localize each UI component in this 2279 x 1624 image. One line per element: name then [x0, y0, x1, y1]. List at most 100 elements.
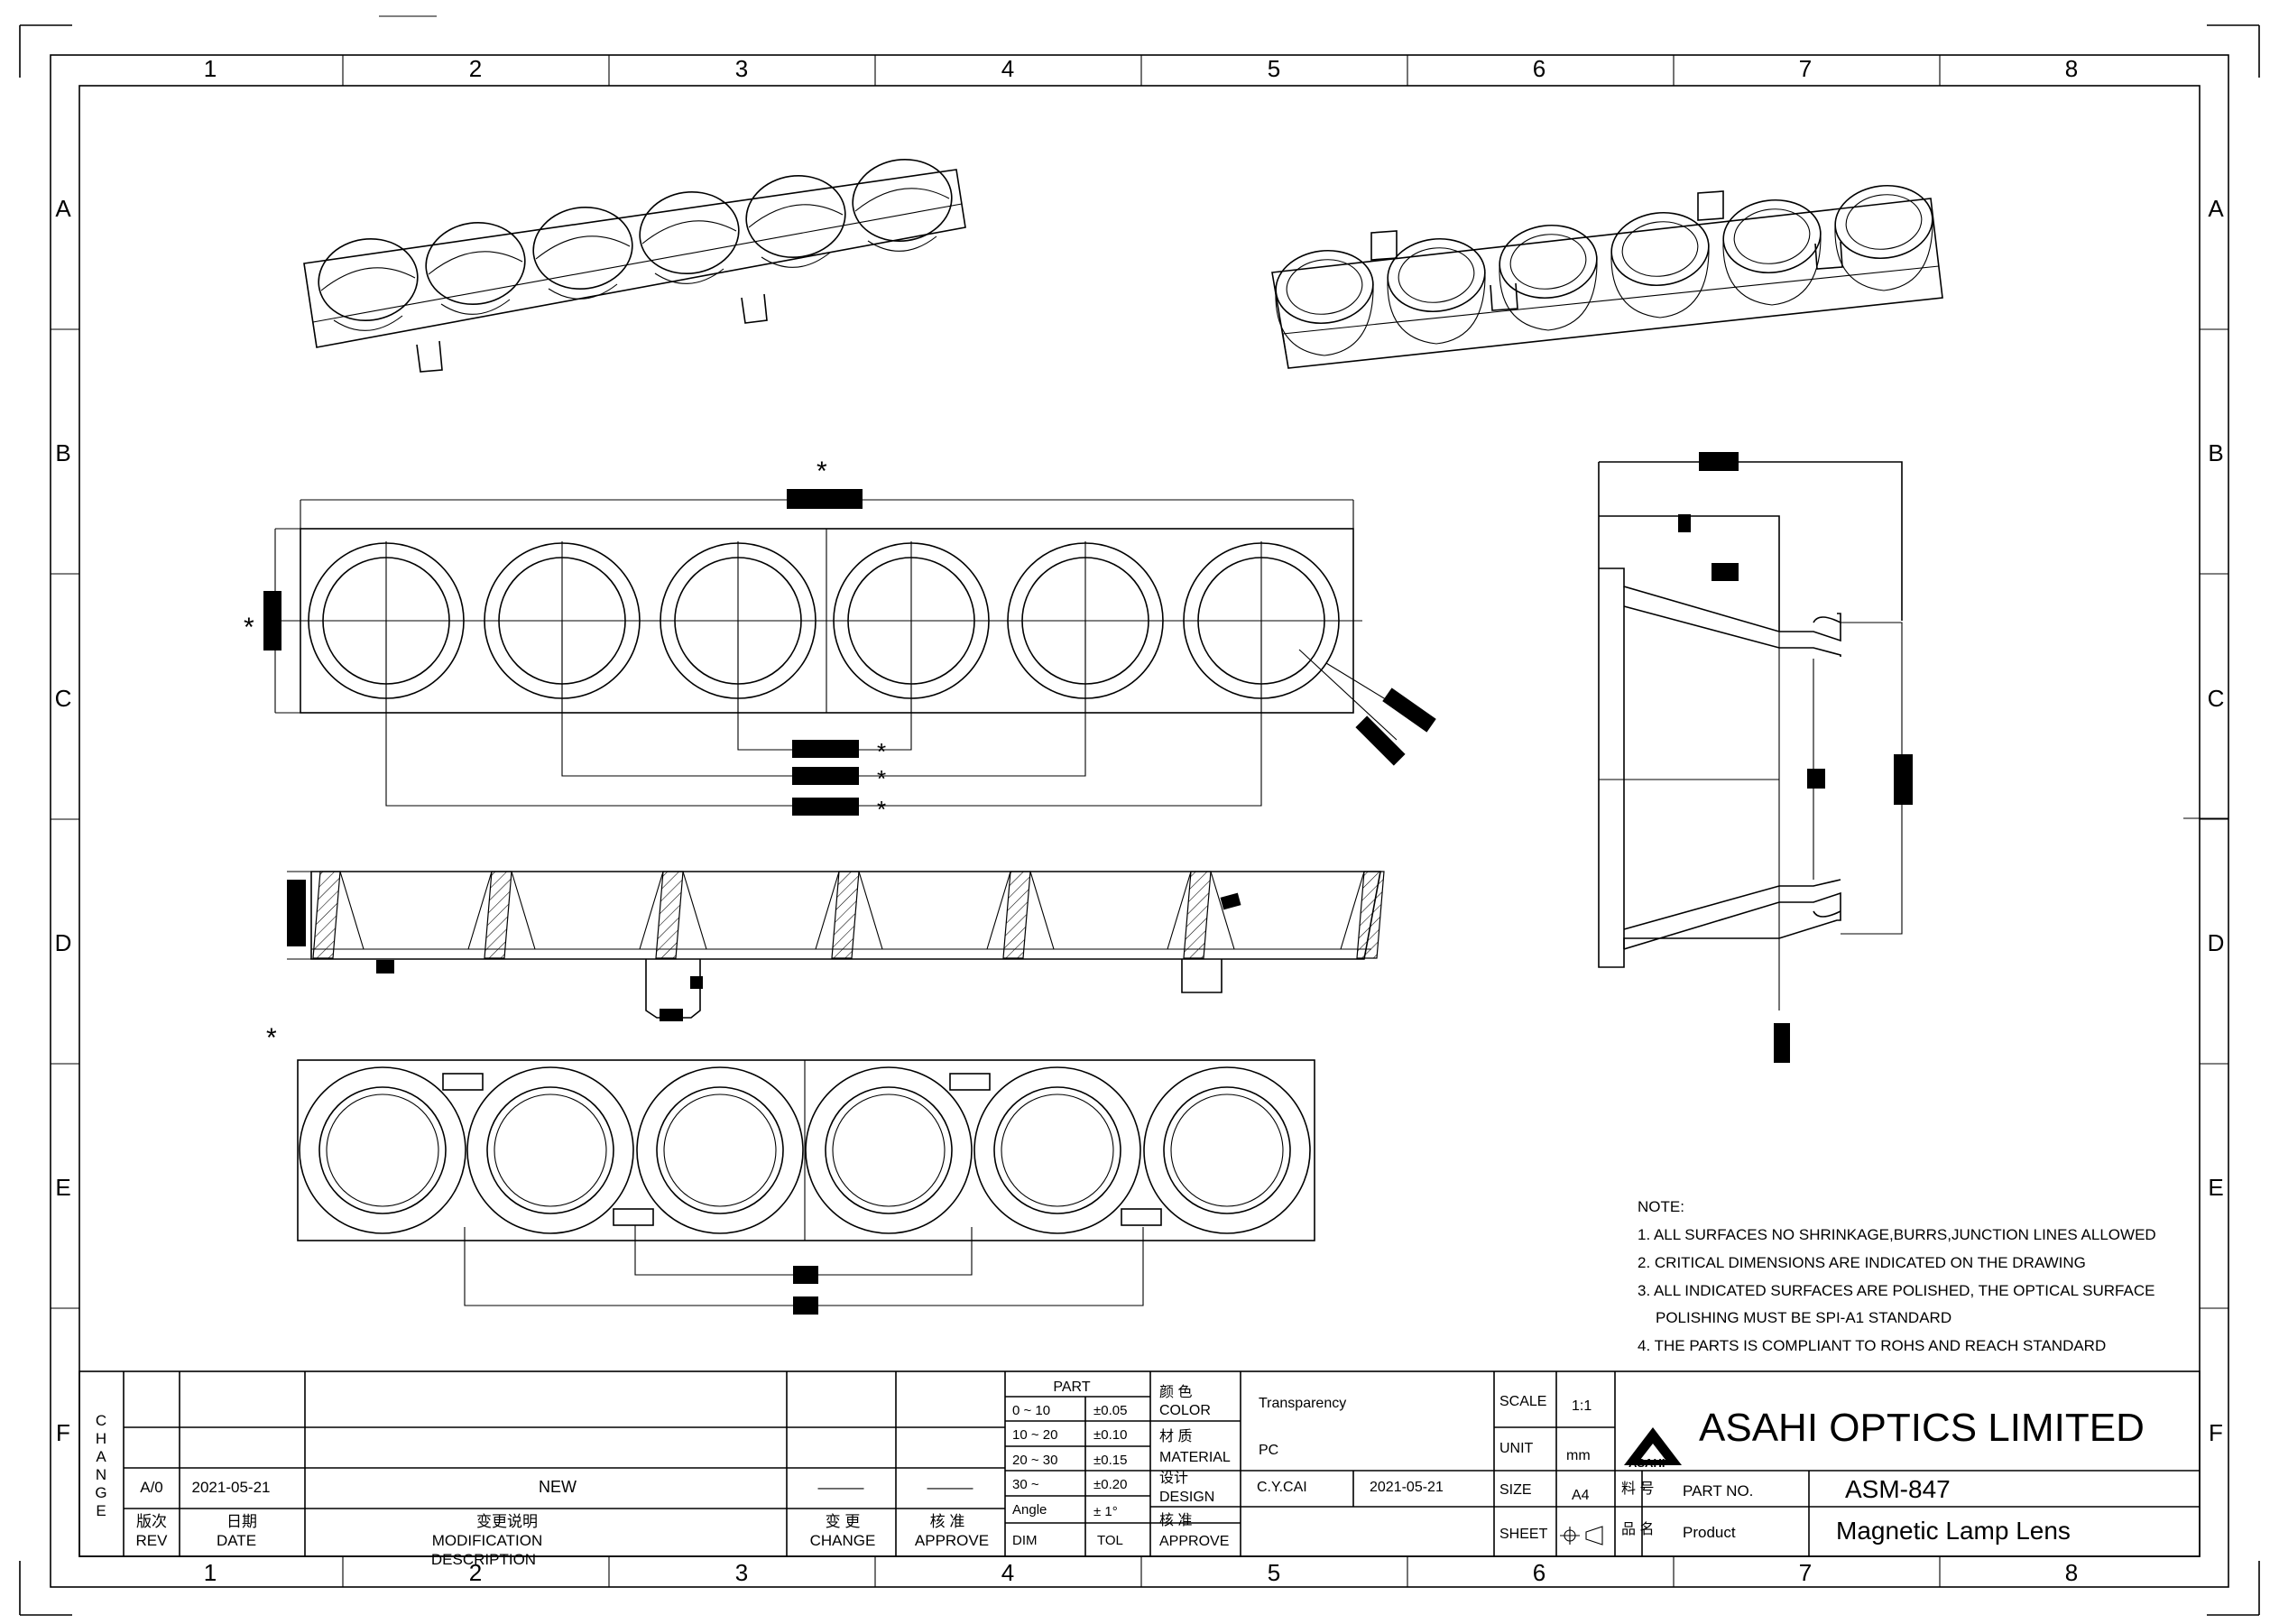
iso-cup: [1722, 198, 1822, 274]
zone-col-1-top: 1: [204, 55, 217, 82]
zone-row-c-right: C: [2208, 685, 2225, 712]
section-cup: [682, 871, 840, 950]
zone-col-4-bottom: 4: [1001, 1559, 1014, 1586]
zone-row-e-right: E: [2208, 1174, 2223, 1201]
size-label: SIZE: [1499, 1482, 1532, 1498]
zone-row-c-left: C: [55, 685, 72, 712]
header-desc-en1: MODIFICATION: [432, 1532, 542, 1549]
zone-col-6-bottom: 6: [1533, 1559, 1545, 1586]
change-letter-n: N: [96, 1466, 106, 1483]
unit-label: UNIT: [1499, 1441, 1534, 1456]
zone-row-d-left: D: [55, 929, 72, 956]
iso-cup: [1834, 184, 1933, 260]
tolerance-range-1: 0 ~ 10: [1012, 1403, 1050, 1418]
zone-col-7-top: 7: [1799, 55, 1812, 82]
tolerance-value-1: ±0.05: [1093, 1403, 1127, 1418]
product-label: Product: [1683, 1524, 1736, 1541]
zone-row-e-left: E: [55, 1174, 70, 1201]
lens-ring-mid: [656, 1086, 784, 1214]
approve-label-en: APPROVE: [1159, 1534, 1229, 1549]
header-approve-cn: 核 准: [930, 1513, 965, 1530]
product-label-cn: 品 名: [1621, 1521, 1654, 1537]
note-2: 2. CRITICAL DIMENSIONS ARE INDICATED ON …: [1638, 1254, 2086, 1271]
asahi-logo: ASAHI: [1624, 1427, 1682, 1470]
lens-ring-inner: [326, 1093, 439, 1207]
header-rev-cn: 版次: [136, 1513, 167, 1530]
zone-labels-right: A B C D E F: [2208, 195, 2225, 1446]
dim-magnet-pitch-2: [793, 1296, 818, 1315]
tolerance-value-2: ±0.10: [1093, 1427, 1127, 1443]
section-cup: [339, 871, 493, 950]
product-name: Magnetic Lamp Lens: [1836, 1517, 2071, 1545]
zone-row-b-right: B: [2208, 439, 2223, 466]
lens-ring-mid: [825, 1086, 953, 1214]
notes-heading: NOTE:: [1638, 1198, 1684, 1215]
note-4: 4. THE PARTS IS COMPLIANT TO ROHS AND RE…: [1638, 1337, 2106, 1354]
dim-pin-height: [690, 976, 703, 989]
color-label-cn: 颜 色: [1159, 1384, 1192, 1400]
zone-col-5-top: 5: [1268, 55, 1280, 82]
dim-section-height: [287, 880, 306, 946]
zone-row-a-right: A: [2208, 195, 2224, 222]
change-letter-a: A: [96, 1448, 106, 1465]
iso-cup: [1275, 249, 1374, 325]
dim-side-flange: [1712, 563, 1739, 581]
zone-row-f-left: F: [56, 1419, 70, 1446]
tolerance-tol-label: TOL: [1097, 1533, 1123, 1548]
zone-col-7-bottom: 7: [1799, 1559, 1812, 1586]
dim-side-inner: [1807, 769, 1825, 789]
lens-ring-outer: [805, 1066, 973, 1234]
dim-section-angle: [1220, 892, 1241, 910]
iso-cup: [532, 206, 633, 291]
lens-ring-inner: [494, 1093, 607, 1207]
zone-row-d-right: D: [2208, 929, 2225, 956]
lens-ring-outer: [299, 1066, 466, 1234]
section-cup: [858, 871, 1011, 950]
lens-ring-inner: [663, 1093, 777, 1207]
section-wall: [655, 871, 684, 959]
dim-side-total-height: [1699, 452, 1739, 471]
lens-ring-inner: [832, 1093, 946, 1207]
lens-ring-inner: [1001, 1093, 1114, 1207]
iso-cup: [1387, 237, 1486, 313]
dim-side-depth: [1774, 1023, 1790, 1063]
zone-col-1-bottom: 1: [204, 1559, 217, 1586]
design-label-cn: 设计: [1159, 1470, 1188, 1486]
bottom-view-lens-array: *: [266, 1023, 1315, 1315]
isometric-view-bottom: [1271, 184, 1943, 369]
lens-ring-mid: [1163, 1086, 1291, 1214]
material-label-en: MATERIAL: [1159, 1450, 1231, 1465]
revision-date: 2021-05-21: [192, 1479, 271, 1496]
zone-col-8-top: 8: [2065, 55, 2078, 82]
iso-cup: [318, 237, 419, 322]
title-block-text: C H A N G E A/0 2021-05-21 NEW ——— ——— 版…: [95, 1379, 2144, 1568]
revision-approve: ———: [927, 1479, 973, 1496]
lens-ring-inner: [1170, 1093, 1284, 1207]
sheet-label: SHEET: [1499, 1527, 1548, 1542]
dim-pitch-3: [792, 798, 859, 816]
tolerance-range-3: 20 ~ 30: [1012, 1453, 1057, 1468]
dim-side-step: [1678, 514, 1691, 532]
critical-mark-pitch-1: *: [877, 738, 886, 765]
tolerance-range-2: 10 ~ 20: [1012, 1427, 1057, 1443]
material-label-cn: 材 质: [1159, 1428, 1192, 1444]
unit-value: mm: [1566, 1448, 1591, 1463]
drawing-frame: [19, 15, 2260, 1616]
dim-side-outer: [1894, 754, 1913, 805]
header-change-cn: 变 更: [826, 1513, 861, 1530]
change-letter-c: C: [96, 1412, 106, 1429]
section-view: [287, 871, 1385, 1021]
revision-description: NEW: [539, 1478, 577, 1496]
dim-overall-length: [787, 489, 863, 509]
note-3: 3. ALL INDICATED SURFACES ARE POLISHED, …: [1638, 1282, 2154, 1299]
logo-text: ASAHI: [1629, 1456, 1665, 1470]
zone-row-b-left: B: [55, 439, 70, 466]
dim-magnet-pitch-1: [793, 1266, 818, 1284]
tolerance-value-angle: ± 1°: [1093, 1504, 1118, 1519]
part-no-label-cn: 料 号: [1621, 1481, 1654, 1497]
iso-cup: [1610, 211, 1710, 287]
iso-cup: [1499, 224, 1598, 300]
size-value: A4: [1572, 1488, 1590, 1503]
side-section-view: [1598, 452, 1913, 1063]
